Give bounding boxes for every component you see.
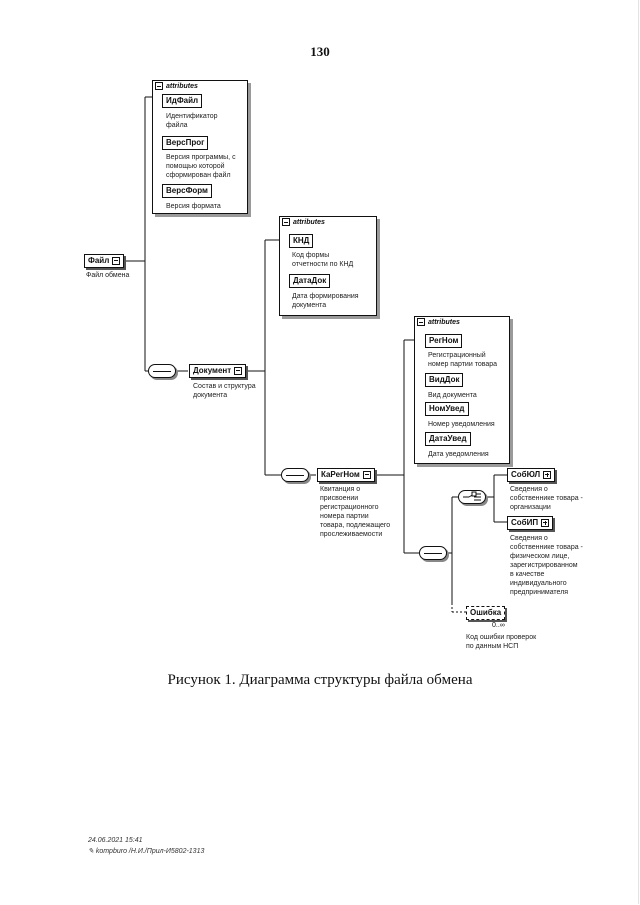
attr-regnom-desc: Регистрационный номер партии товара (428, 351, 497, 369)
attr-regnom[interactable]: РегНом (425, 334, 463, 348)
sequence-compositor-icon[interactable] (148, 364, 176, 378)
figure-caption: Рисунок 1. Диаграмма структуры файла обм… (167, 672, 473, 688)
element-dokument-label: Документ (193, 366, 232, 375)
footer-source: ✎ kompburo /Н.И./Прил-И5802-1313 (88, 847, 204, 855)
pen-icon: ✎ (88, 848, 94, 855)
collapse-icon[interactable] (112, 256, 121, 265)
desc-line: Код формы (292, 252, 330, 259)
attr-versform[interactable]: ВерсФорм (162, 184, 212, 198)
desc-line: Сведения о (510, 535, 548, 542)
attributes-header[interactable]: attributes (282, 218, 325, 226)
desc-line: Код ошибки проверок (466, 634, 537, 641)
element-sobul-desc: Сведения о собственнике товара - организ… (510, 485, 583, 512)
document-attributes-panel: attributes (279, 216, 377, 316)
attr-datadok-desc: Дата формирования документа (292, 292, 359, 310)
attr-knd[interactable]: КНД (289, 234, 314, 248)
desc-line: собственнике товара - (510, 495, 583, 502)
desc-line: документа (193, 392, 228, 399)
desc-line: Вид документа (428, 392, 477, 399)
attr-datadok[interactable]: ДатаДок (289, 274, 331, 288)
desc-line: по данным НСП (466, 643, 519, 650)
choice-icon (463, 491, 481, 501)
element-sobip[interactable]: СобИП (507, 516, 554, 530)
desc-line: номер партии товара (428, 361, 498, 368)
desc-line: присвоении (320, 495, 359, 502)
attributes-header[interactable]: attributes (155, 82, 198, 90)
root-element-label: Файл (88, 256, 110, 265)
desc-line: физическом лице, (510, 553, 570, 560)
desc-line: Идентификатор (166, 113, 218, 120)
attributes-header[interactable]: attributes (417, 318, 460, 326)
desc-line: регистрационного (320, 504, 379, 511)
desc-line: зарегистрированном (510, 562, 578, 569)
sequence-compositor-icon[interactable] (281, 468, 309, 482)
attr-idfajl[interactable]: ИдФайл (162, 94, 203, 108)
desc-line: Версия программы, с (166, 154, 236, 161)
collapse-icon (417, 318, 425, 326)
attr-viddok[interactable]: ВидДок (425, 373, 464, 387)
desc-line: Квитанция о (320, 486, 361, 493)
desc-line: файла (166, 122, 188, 129)
attr-datauved-desc: Дата уведомления (428, 450, 489, 459)
attr-knd-desc: Код формы отчетности по КНД (292, 251, 353, 269)
error-cardinality: 0..∞ (492, 622, 505, 629)
root-element-desc: Файл обмена (86, 272, 130, 279)
sequence-compositor-icon[interactable] (419, 546, 447, 560)
collapse-icon (282, 218, 290, 226)
element-dokument[interactable]: Документ (189, 364, 247, 378)
element-sobip-label: СобИП (511, 518, 539, 527)
collapse-icon[interactable] (362, 470, 371, 479)
expand-icon[interactable] (543, 470, 552, 479)
attr-datauved[interactable]: ДатаУвед (425, 432, 471, 446)
desc-line: организации (510, 504, 551, 511)
attr-nomuved-desc: Номер уведомления (428, 420, 495, 429)
desc-line: сформирован файл (166, 172, 231, 179)
desc-line: Сведения о (510, 486, 548, 493)
attr-idfajl-desc: Идентификатор файла (166, 112, 218, 130)
attr-versprog[interactable]: ВерсПрог (162, 136, 209, 150)
attr-viddok-desc: Вид документа (428, 391, 477, 400)
expand-icon[interactable] (541, 518, 550, 527)
collapse-icon (155, 82, 163, 90)
desc-line: в качестве (510, 571, 545, 578)
collapse-icon[interactable] (234, 366, 243, 375)
footer-date: 24.06.2021 15:41 (88, 837, 143, 844)
element-oshibka[interactable]: Ошибка (466, 606, 506, 620)
attr-versprog-desc: Версия программы, с помощью которой сфор… (166, 153, 236, 180)
element-sobip-desc: Сведения о собственнике товара - физичес… (510, 534, 583, 597)
page-number: 130 (310, 44, 330, 59)
desc-line: Состав и структура (193, 383, 256, 390)
attr-versform-desc: Версия формата (166, 202, 221, 211)
desc-line: товара, подлежащего (320, 522, 391, 529)
desc-line: Дата формирования (292, 293, 359, 300)
desc-line: Дата уведомления (428, 451, 489, 458)
element-karegnom-label: КаРегНом (321, 470, 360, 479)
desc-line: собственнике товара - (510, 544, 583, 551)
desc-line: документа (292, 302, 327, 309)
root-element-fajl[interactable]: Файл (84, 254, 125, 268)
footer-source-text: kompburo /Н.И./Прил-И5802-1313 (95, 848, 205, 855)
attr-nomuved[interactable]: НомУвед (425, 402, 469, 416)
desc-line: номера партии (320, 513, 369, 520)
desc-line: помощью которой (166, 163, 225, 170)
element-karegnom[interactable]: КаРегНом (317, 468, 375, 482)
element-dokument-desc: Состав и структура документа (193, 382, 256, 400)
desc-line: отчетности по КНД (292, 261, 354, 268)
element-oshibka-desc: Код ошибки проверок по данным НСП (466, 633, 536, 651)
desc-line: индивидуального (510, 580, 567, 587)
desc-line: предпринимателя (510, 589, 569, 596)
desc-line: Версия формата (166, 203, 221, 210)
desc-line: Регистрационный (428, 352, 486, 359)
desc-line: Номер уведомления (428, 421, 495, 428)
desc-line: прослеживаемости (320, 531, 383, 538)
element-sobul[interactable]: СобЮЛ (507, 468, 556, 482)
element-karegnom-desc: Квитанция о присвоении регистрационного … (320, 485, 390, 539)
element-sobul-label: СобЮЛ (511, 470, 541, 479)
choice-compositor-icon[interactable] (458, 490, 486, 504)
